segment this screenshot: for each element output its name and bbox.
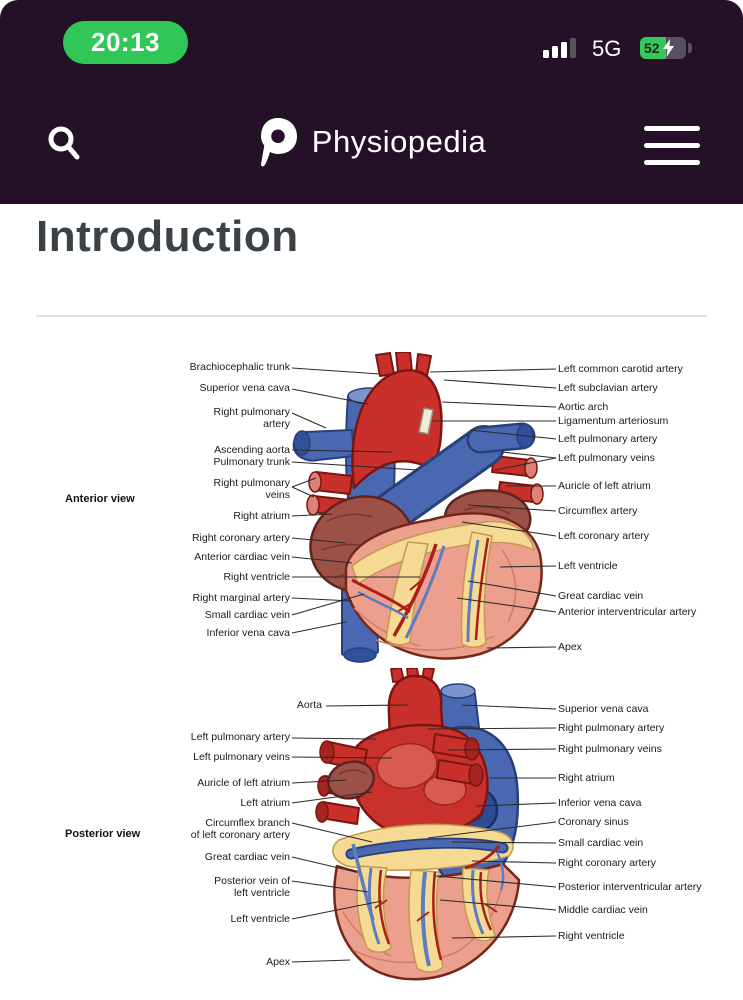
label-great-cardiac-vein: Great cardiac vein xyxy=(204,851,290,863)
posterior-heart-illustration xyxy=(315,668,521,981)
label-anterior-cardiac-vein: Anterior cardiac vein xyxy=(194,551,290,563)
label-small-cardiac-vein: Small cardiac vein xyxy=(558,837,644,849)
label-left-subclavian-artery: Left subclavian artery xyxy=(558,382,658,394)
label-right-pulmonary-artery: Right pulmonary artery xyxy=(558,722,665,734)
label-middle-cardiac-vein: Middle cardiac vein xyxy=(558,904,648,916)
label-auricle-of-left-atrium: Auricle of left atrium xyxy=(197,777,290,789)
label-anterior-interventricular-artery: Anterior interventricular artery xyxy=(558,606,697,618)
app-header: 20:13 5G 52 Physiopedia xyxy=(0,0,743,204)
physiopedia-logo-mark xyxy=(260,118,297,167)
label-left-ventricle: Left ventricle xyxy=(230,913,290,925)
label-right-coronary-artery: Right coronary artery xyxy=(558,857,657,869)
section-divider xyxy=(36,315,707,317)
label-left-pulmonary-veins: Left pulmonary veins xyxy=(558,452,655,464)
label-right-pulmonary: Right pulmonary artery xyxy=(213,406,290,431)
label-inferior-vena-cava: Inferior vena cava xyxy=(558,797,642,809)
label-ligamentum-arteriosum: Ligamentum arteriosum xyxy=(558,415,669,427)
app-name: Physiopedia xyxy=(311,124,487,159)
label-left-pulmonary-artery: Left pulmonary artery xyxy=(558,433,658,445)
charging-bolt-icon xyxy=(663,39,674,57)
label-posterior-interventricular-artery: Posterior interventricular artery xyxy=(558,881,702,893)
label-posterior-vein-of: Posterior vein of left ventricle xyxy=(214,875,290,900)
menu-bar xyxy=(644,126,700,131)
menu-bar xyxy=(644,160,700,165)
label-auricle-of-left-atrium: Auricle of left atrium xyxy=(558,480,651,492)
label-apex: Apex xyxy=(266,956,290,968)
label-aortic-arch: Aortic arch xyxy=(558,401,609,413)
label-pulmonary-trunk: Pulmonary trunk xyxy=(213,456,290,468)
label-right-ventricle: Right ventricle xyxy=(558,930,625,942)
label-circumflex-artery: Circumflex artery xyxy=(558,505,638,517)
search-icon[interactable] xyxy=(45,124,85,164)
label-left-atrium: Left atrium xyxy=(240,797,290,809)
label-left-common-carotid-artery: Left common carotid artery xyxy=(558,363,683,375)
label-left-pulmonary-artery: Left pulmonary artery xyxy=(190,731,290,743)
label-right-pulmonary: Right pulmonary veins xyxy=(213,477,290,502)
menu-bar xyxy=(644,143,700,148)
clock-time: 20:13 xyxy=(91,27,160,57)
label-left-pulmonary-veins: Left pulmonary veins xyxy=(193,751,290,763)
label-small-cardiac-vein: Small cardiac vein xyxy=(204,609,290,621)
label-left-ventricle: Left ventricle xyxy=(558,560,618,572)
battery-icon: 52 xyxy=(640,37,686,59)
posterior-view-label: Posterior view xyxy=(65,828,141,840)
label-circumflex-branch: Circumflex branch of left coronary arter… xyxy=(190,817,290,842)
label-ascending-aorta: Ascending aorta xyxy=(214,444,290,456)
label-left-coronary-artery: Left coronary artery xyxy=(558,530,650,542)
signal-strength-icon xyxy=(543,38,576,58)
battery-percent: 52 xyxy=(644,40,660,56)
label-right-atrium: Right atrium xyxy=(558,772,615,784)
label-coronary-sinus: Coronary sinus xyxy=(558,816,629,828)
label-inferior-vena-cava: Inferior vena cava xyxy=(206,627,290,639)
label-aorta: Aorta xyxy=(296,699,322,711)
label-brachiocephalic-trunk: Brachiocephalic trunk xyxy=(189,361,290,373)
network-type: 5G xyxy=(592,36,622,61)
battery-fill xyxy=(640,37,666,59)
label-great-cardiac-vein: Great cardiac vein xyxy=(558,590,644,602)
anterior-heart-illustration xyxy=(292,352,544,663)
page-title: Introduction xyxy=(36,212,299,261)
label-right-marginal-artery: Right marginal artery xyxy=(192,592,290,604)
label-superior-vena-cava: Superior vena cava xyxy=(558,703,649,715)
label-right-coronary-artery: Right coronary artery xyxy=(191,532,290,544)
battery-nub xyxy=(688,43,692,53)
time-pill: 20:13 xyxy=(63,21,188,64)
label-right-ventricle: Right ventricle xyxy=(223,571,290,583)
label-right-atrium: Right atrium xyxy=(233,510,290,522)
label-apex: Apex xyxy=(558,641,582,653)
label-superior-vena-cava: Superior vena cava xyxy=(199,382,290,394)
menu-icon[interactable] xyxy=(644,126,700,177)
anterior-view-label: Anterior view xyxy=(65,493,135,505)
label-right-pulmonary-veins: Right pulmonary veins xyxy=(558,743,662,755)
app-logo[interactable]: Physiopedia xyxy=(0,116,743,168)
